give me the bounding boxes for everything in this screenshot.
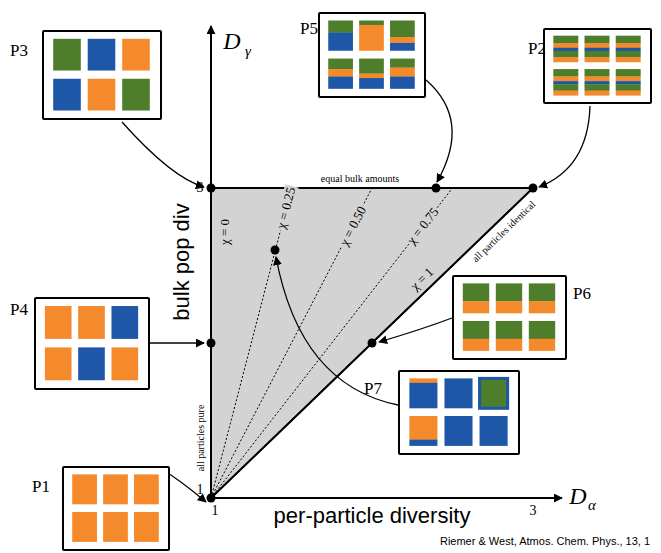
diagram-label: all particles pure xyxy=(196,403,207,474)
callout-number: P7 xyxy=(364,380,382,397)
particle-squares xyxy=(400,372,517,452)
point-dots xyxy=(207,184,538,503)
y-axis xyxy=(210,26,212,498)
diagram-label: χ = 0 xyxy=(218,217,232,247)
particle-squares xyxy=(545,30,649,101)
diagram-label: bulk pop div xyxy=(170,201,193,322)
callout-box: P6 xyxy=(452,275,567,360)
callout-box: P5 xyxy=(318,12,426,98)
diagram-label: 3 xyxy=(197,181,204,196)
diagram-label: 1 xyxy=(212,504,219,519)
diagram-label: α xyxy=(588,498,596,514)
region-triangle xyxy=(211,188,533,498)
diagram-label: 1 xyxy=(197,483,204,498)
particle-squares xyxy=(36,299,147,387)
callout-number: P3 xyxy=(10,42,28,59)
particle-squares xyxy=(320,14,423,95)
callout-box: P4 xyxy=(34,297,150,390)
callout-number: P1 xyxy=(32,478,50,495)
diagram-label: equal bulk amounts xyxy=(319,174,401,185)
callout-number: P4 xyxy=(10,301,28,318)
chi-line xyxy=(211,188,372,498)
x-axis xyxy=(211,497,562,499)
diagram-label: per-particle diversity xyxy=(274,504,471,527)
callout-box: P1 xyxy=(62,466,170,551)
callout-box: P7 xyxy=(398,370,520,455)
callout-box: P3 xyxy=(42,30,162,120)
diagram-label: 3 xyxy=(530,504,537,519)
callout-number: P6 xyxy=(573,285,591,302)
callout-number: P5 xyxy=(300,20,318,37)
callout-number: P2 xyxy=(528,40,546,57)
diagram-label: Riemer & West, Atmos. Chem. Phys., 13, 1 xyxy=(440,536,650,548)
diagram-label: γ xyxy=(245,44,251,60)
particle-squares xyxy=(64,468,167,548)
leader-arrows xyxy=(122,80,590,502)
diagram-label: D xyxy=(569,484,586,509)
diagram-label: D xyxy=(223,29,240,54)
particle-squares xyxy=(44,32,159,117)
callout-box: P2 xyxy=(543,28,652,104)
hypotenuse xyxy=(211,188,533,498)
chi-line xyxy=(211,188,292,498)
particle-squares xyxy=(454,277,564,357)
top-edge xyxy=(211,187,533,189)
